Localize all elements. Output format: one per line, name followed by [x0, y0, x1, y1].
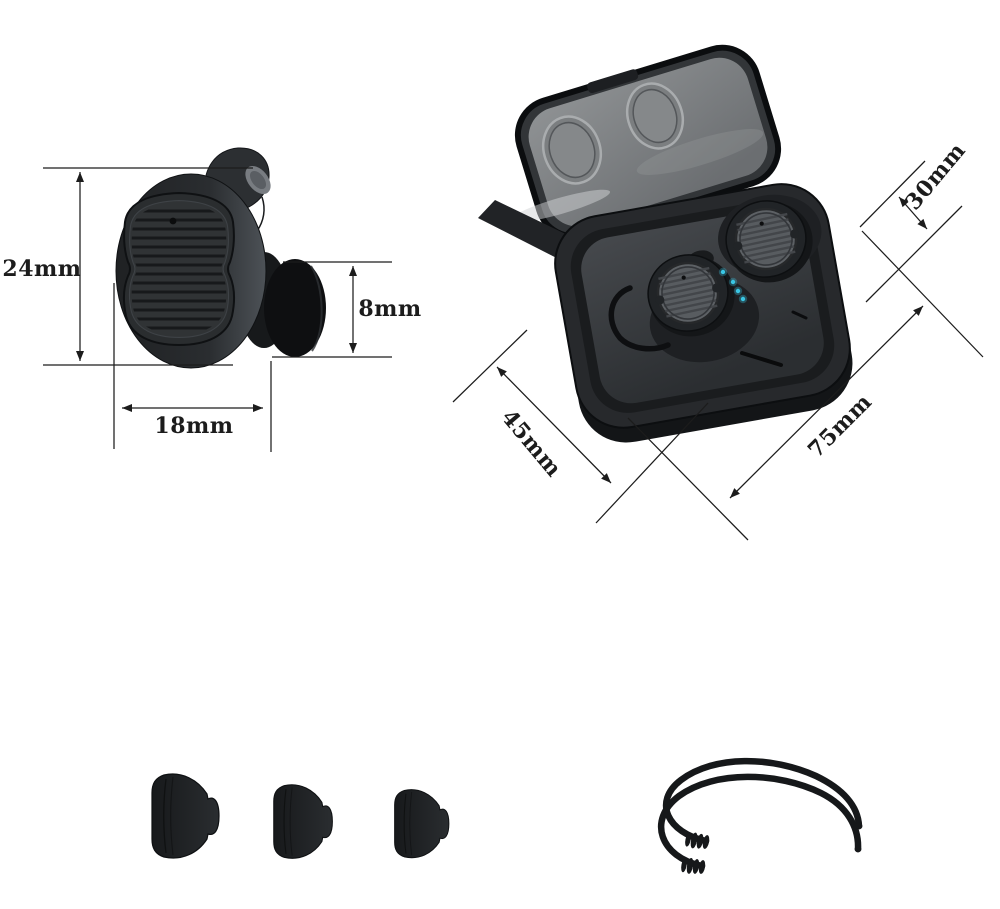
ear-hook-back: [662, 757, 863, 845]
earbud-faceplate: [122, 192, 236, 346]
ext-line-case-width-left: [627, 417, 749, 541]
lid-latch-tab: [587, 69, 639, 94]
dim-arrow-case-depth: [496, 366, 612, 484]
hook-threaded-end-front: [681, 858, 706, 874]
stored-hook-wire: [608, 285, 671, 352]
charging-case-illustration: [478, 44, 853, 443]
ext-line-case-depth-left: [452, 329, 528, 403]
ear-hook-front: [658, 773, 862, 870]
earbud-mic-dot: [169, 217, 177, 225]
eartip-medium: [273, 784, 333, 859]
ext-line-case-width-right: [861, 230, 984, 358]
eartip-small: [394, 789, 450, 859]
dim-label-earbud-width: 18mm: [154, 413, 233, 439]
dim-label-case-depth: 45mm: [496, 405, 567, 482]
hook-threaded-end-back: [685, 832, 710, 849]
ext-line-case-depth-right: [595, 402, 709, 524]
lid-earbud-impressions: [509, 82, 764, 223]
ear-hooks-illustration: [658, 757, 863, 874]
ear-tips-illustration: [151, 773, 450, 859]
dim-label-case-thickness: 30mm: [900, 138, 971, 215]
dim-label-eartip-height: 8mm: [358, 296, 421, 322]
ext-line-case-top-corner: [859, 160, 926, 228]
led-indicators: [718, 267, 748, 304]
dim-arrow-case-width: [729, 305, 924, 499]
single-earbud-illustration: [115, 147, 326, 369]
ext-line-case-right-corner: [865, 205, 963, 303]
eartip-large: [151, 773, 220, 859]
dim-arrow-case-thickness: [898, 196, 928, 230]
dim-label-earbud-height: 24mm: [2, 256, 81, 282]
